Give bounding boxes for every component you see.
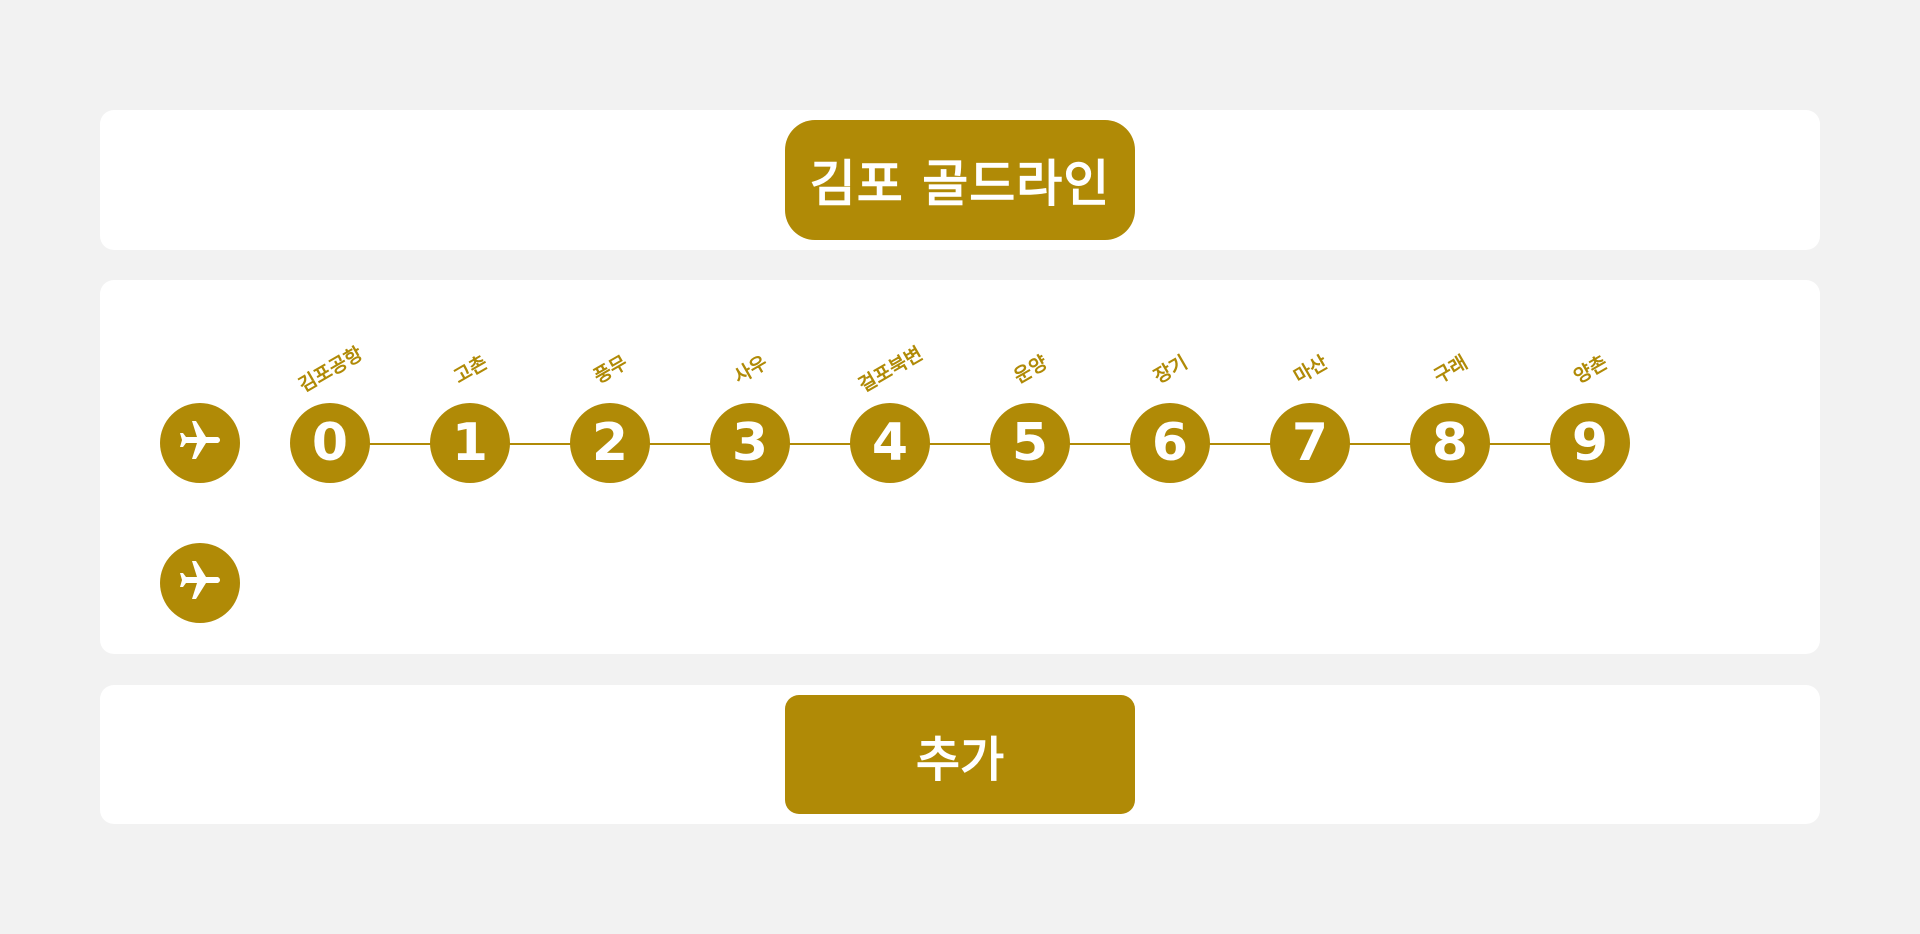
airplane-button-bottom[interactable] [160,543,240,623]
station-button[interactable]: 3 [710,403,790,483]
station-button[interactable]: 5 [990,403,1070,483]
station-button[interactable]: 7 [1270,403,1350,483]
airplane-button-top[interactable] [160,403,240,483]
airplane-icon [176,557,224,609]
station-button[interactable]: 9 [1550,403,1630,483]
station-button[interactable]: 0 [290,403,370,483]
station-button[interactable]: 8 [1410,403,1490,483]
add-button[interactable]: 추가 [785,695,1135,814]
line-title: 김포 골드라인 [785,120,1135,240]
station-button[interactable]: 6 [1130,403,1210,483]
airplane-icon [176,417,224,469]
route-card [100,280,1820,654]
station-button[interactable]: 1 [430,403,510,483]
route-line [330,443,1590,445]
station-button[interactable]: 4 [850,403,930,483]
station-button[interactable]: 2 [570,403,650,483]
